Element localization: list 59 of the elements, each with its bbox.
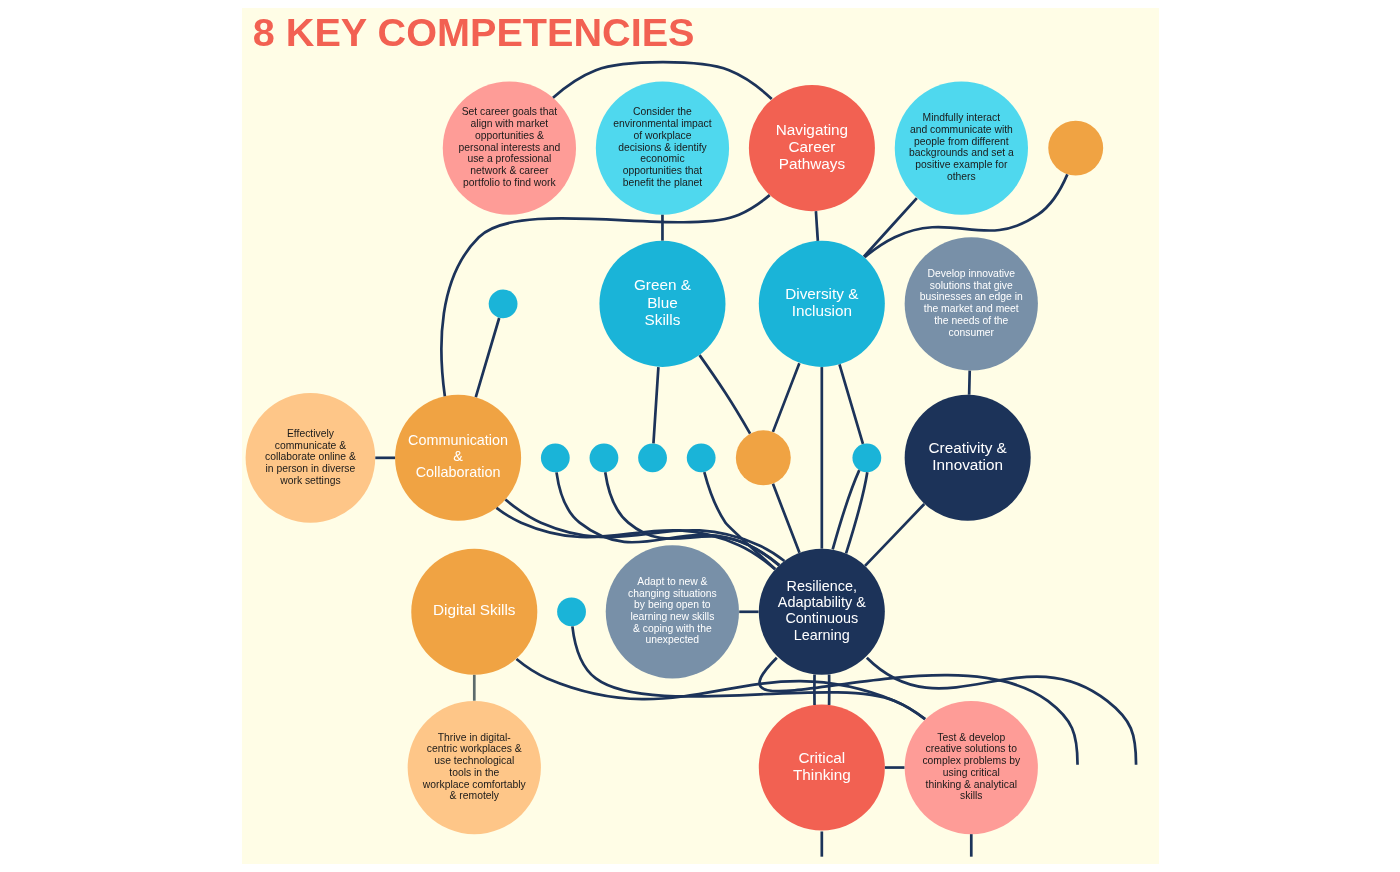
- connector: [660, 214, 664, 241]
- connector: [884, 766, 904, 769]
- node-circle: [589, 443, 618, 473]
- connector: [969, 834, 973, 857]
- connector: [814, 211, 819, 241]
- connector: [702, 471, 776, 571]
- connector: [771, 483, 801, 554]
- connector: [439, 194, 771, 397]
- connector: [697, 354, 751, 435]
- diagram-title: 8 KEY COMPETENCIES: [252, 10, 694, 55]
- connector: [967, 370, 971, 395]
- connector: [603, 471, 780, 567]
- connector: [758, 656, 1079, 765]
- node-circle: Set career goals that align with market opportunities & personal interests and use a professional network & career portfolio to find work: [442, 81, 576, 215]
- node-circle: [1047, 120, 1103, 176]
- node-circle: Digital Skills: [410, 548, 537, 675]
- connector: [844, 472, 869, 554]
- node-circle: Diversity & Inclusion: [758, 240, 885, 367]
- node-circle: Navigating Career Pathways: [748, 85, 875, 212]
- connector: [862, 197, 918, 258]
- connector: [863, 503, 925, 567]
- node-circle: Thrive in digital-centric workplaces & use technological tools in the workplace comfortably & remotely: [407, 700, 541, 835]
- connector: [771, 362, 801, 433]
- connector: [570, 626, 926, 721]
- node-circle: Resilience, Adaptability & Continuous Learning: [758, 548, 885, 675]
- connector: [651, 367, 660, 444]
- node-circle: Adapt to new & changing situations by being open to learning new skills & coping with the unexpected: [605, 545, 739, 679]
- node-circle: Mindfully interact and communicate with people from different backgrounds and set a positive example for others: [894, 81, 1028, 215]
- node-circle: Creativity & Innovation: [904, 394, 1031, 521]
- node-circle: Critical Thinking: [758, 704, 885, 831]
- node-circle: [637, 443, 667, 473]
- node-circle: Develop innovative solutions that give businesses an edge in the market and meet the needs of the consumer: [904, 237, 1038, 371]
- connector: [819, 367, 823, 549]
- node-circle: [556, 597, 586, 627]
- node-circle: Effectively communicate & collaborate online & in person in diverse work settings: [245, 393, 375, 523]
- connector: [474, 317, 500, 398]
- connector: [738, 610, 759, 614]
- connector: [819, 831, 823, 857]
- connector: [863, 173, 1069, 259]
- connector: [495, 506, 776, 571]
- node-circle: Test & develop creative solutions to complex problems by using critical thinking & analytical skills: [904, 700, 1038, 835]
- connector: [830, 469, 861, 550]
- node-circle: [735, 430, 791, 486]
- connector: [812, 674, 816, 705]
- node-circle: Communication & Collaboration: [394, 394, 521, 521]
- node-circle: [488, 289, 517, 319]
- node-circle: Green & Blue Skills: [598, 240, 725, 367]
- connector: [551, 60, 773, 100]
- connector: [837, 364, 864, 445]
- connector: [504, 498, 785, 563]
- node-circle: [851, 443, 881, 473]
- connector: [374, 456, 395, 460]
- connector: [827, 674, 831, 705]
- connector: [554, 472, 780, 567]
- node-circle: [540, 443, 570, 473]
- node-circle: Consider the environmental impact of workplace decisions & identify economic opportunities that benefit the planet: [595, 81, 729, 215]
- node-circle: [686, 443, 716, 473]
- connector: [472, 674, 476, 701]
- connector: [865, 656, 1137, 765]
